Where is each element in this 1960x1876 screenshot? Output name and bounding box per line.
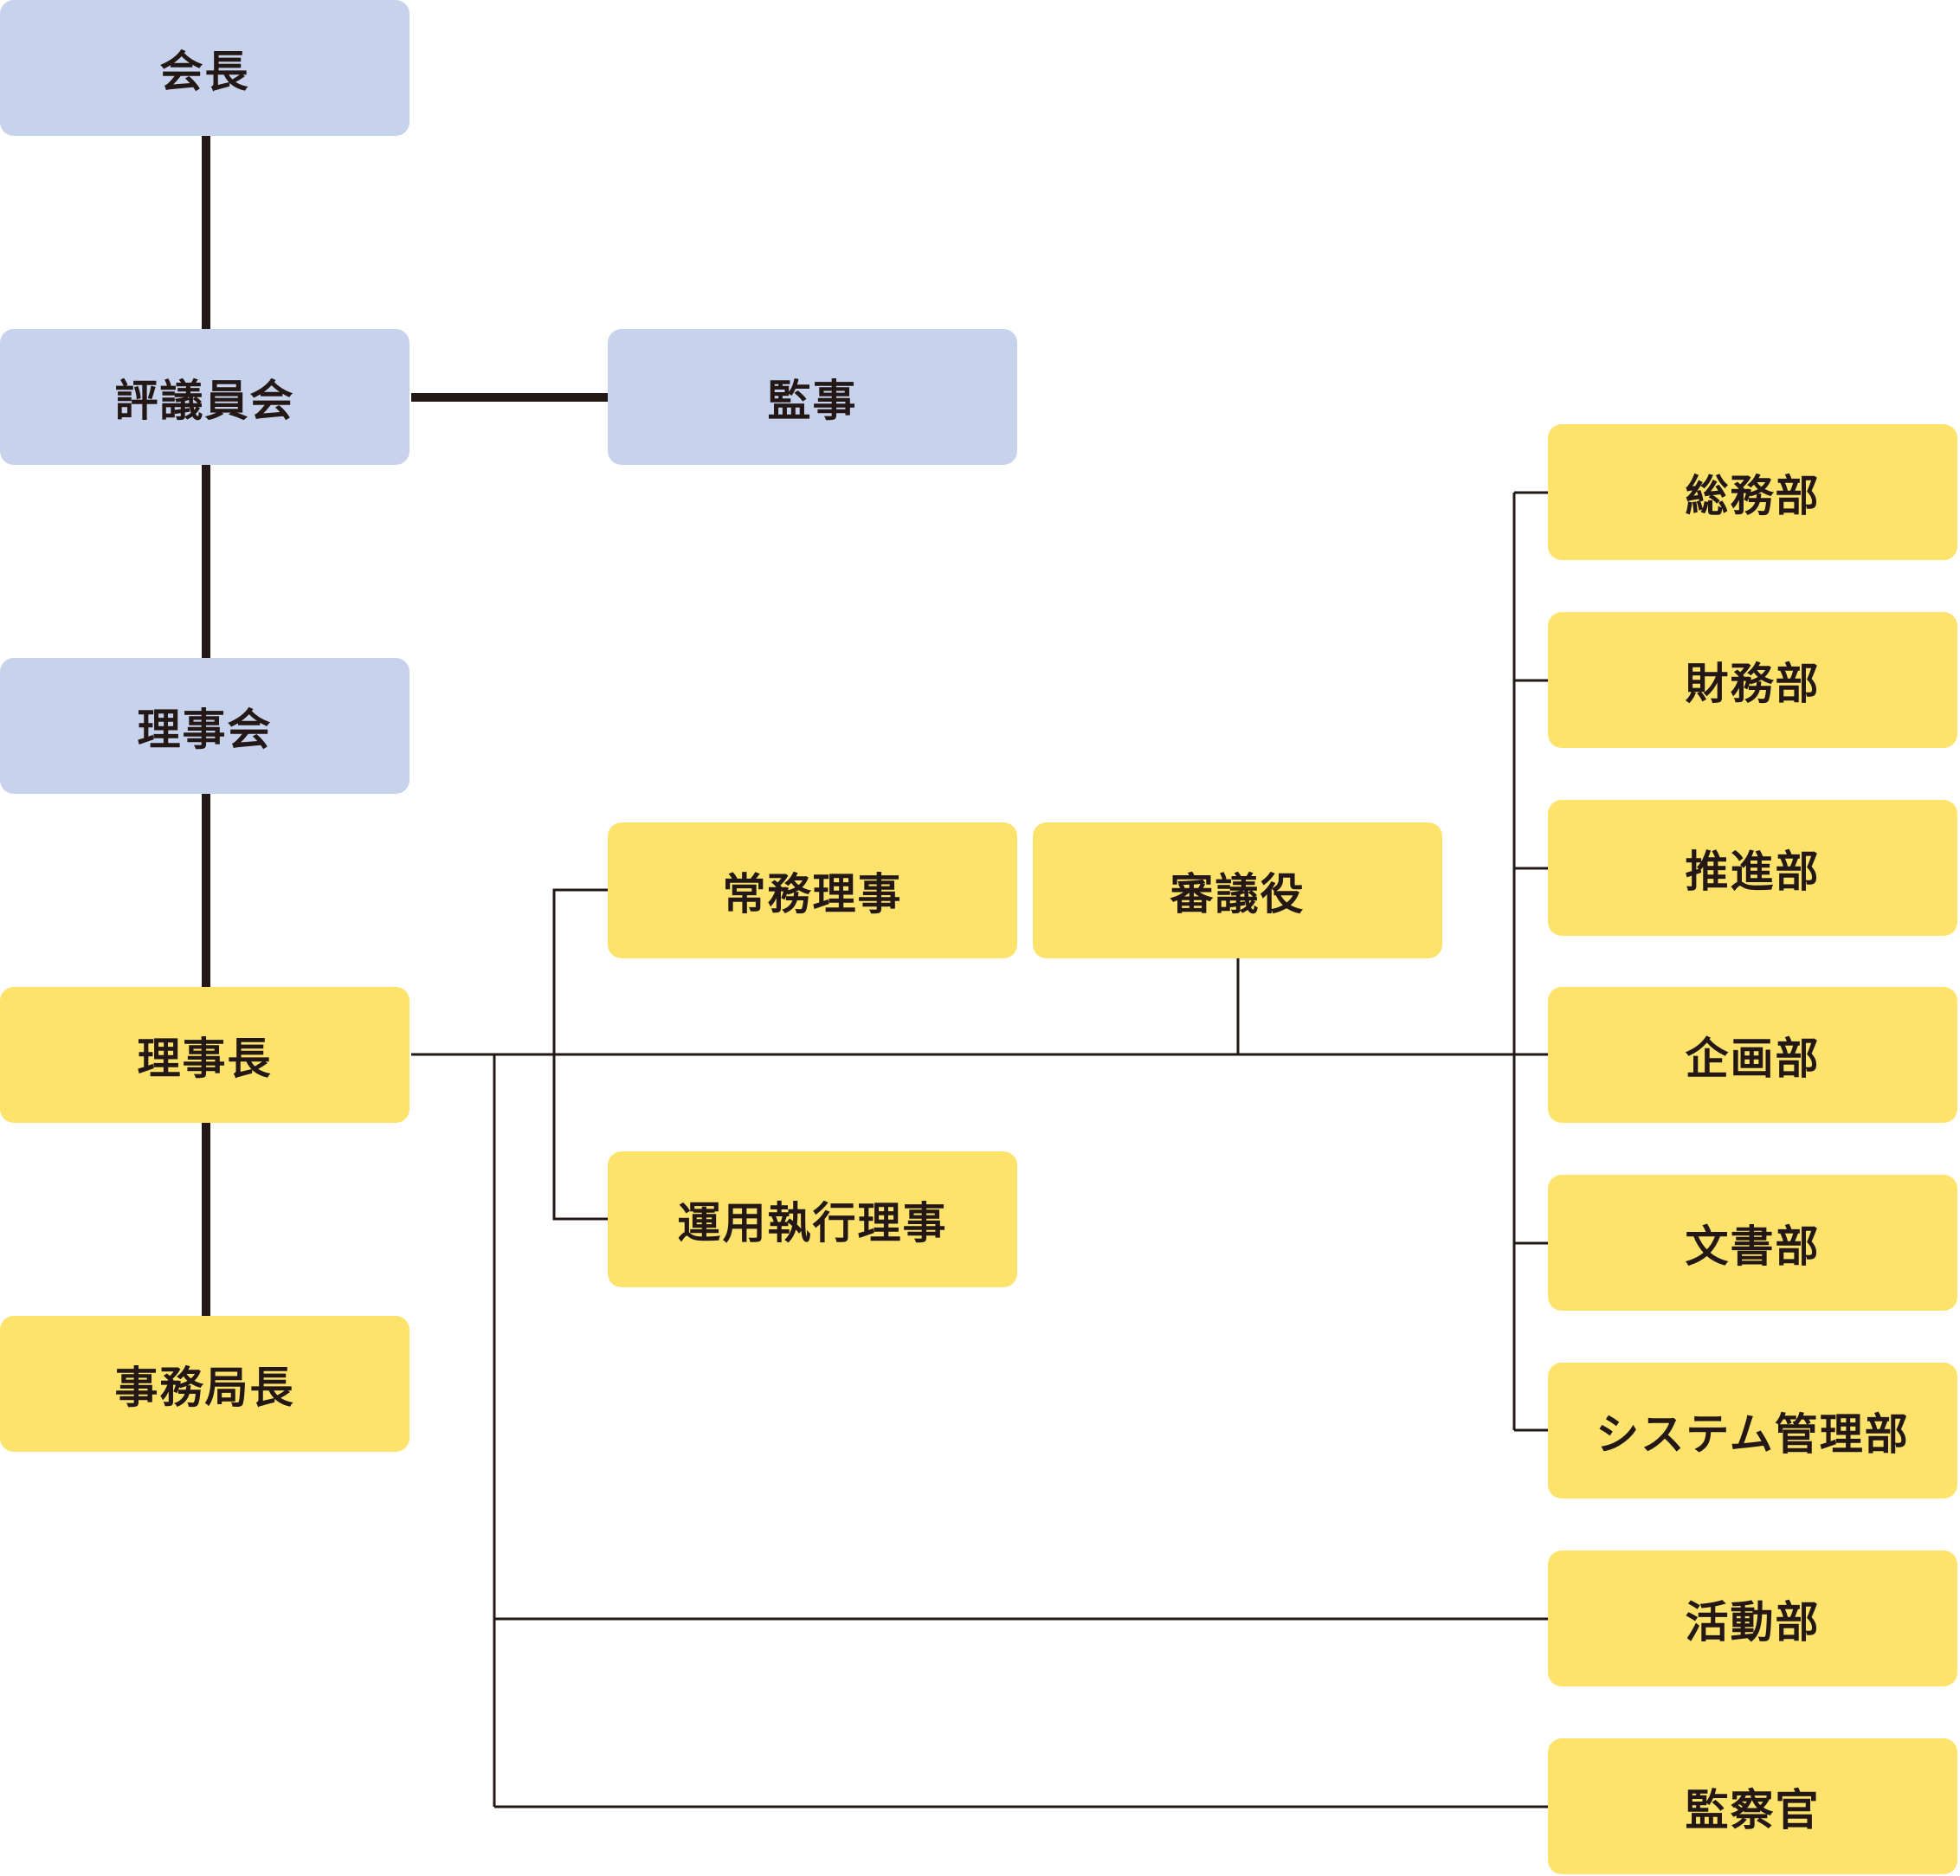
node-unyo-shikko-riji: 運用執行理事	[608, 1151, 1017, 1287]
line-bracket-riji	[552, 888, 608, 1221]
node-kanji: 監事	[608, 329, 1017, 465]
node-rijicho: 理事長	[0, 987, 409, 1123]
node-hyogiinkai: 評議員会	[0, 329, 409, 465]
node-zaimubu: 財務部	[1548, 612, 1957, 748]
node-kikakubu: 企画部	[1548, 987, 1957, 1123]
node-somubu: 総務部	[1548, 424, 1957, 560]
node-kansatsukan: 監察官	[1548, 1738, 1957, 1874]
node-jimukyokucho: 事務局長	[0, 1316, 409, 1452]
node-jomu-riji: 常務理事	[608, 822, 1017, 958]
node-rijikai: 理事会	[0, 658, 409, 794]
node-system-kanribu: システム管理部	[1548, 1363, 1957, 1499]
node-katsudobu: 活動部	[1548, 1550, 1957, 1686]
node-shingiyaku: 審議役	[1033, 822, 1442, 958]
node-kaicho: 会長	[0, 0, 409, 136]
node-bunshobu: 文書部	[1548, 1175, 1957, 1311]
node-suishinbu: 推進部	[1548, 800, 1957, 936]
